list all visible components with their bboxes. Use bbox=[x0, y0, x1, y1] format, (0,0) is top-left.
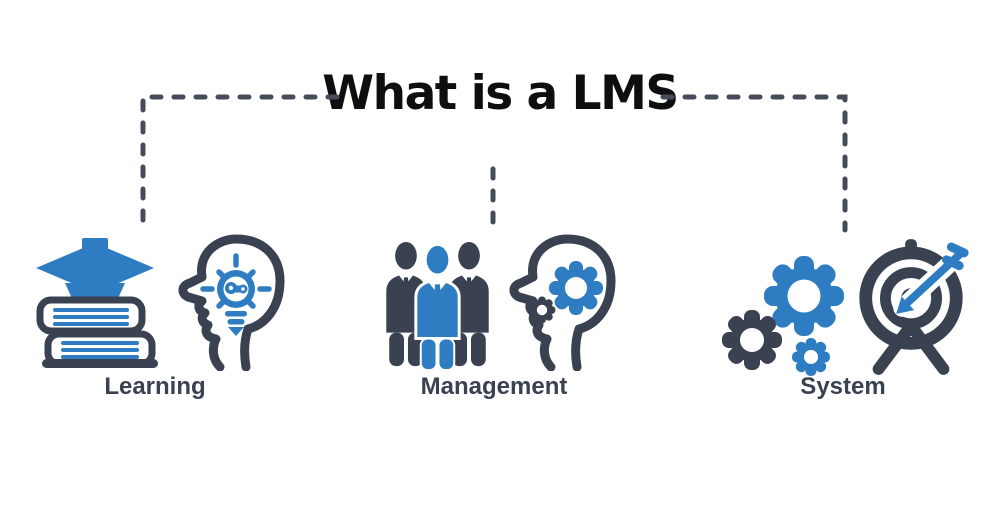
lightbulb bbox=[200, 253, 272, 336]
dark-gear bbox=[722, 310, 782, 370]
connector-left bbox=[140, 94, 340, 229]
gears-icon bbox=[722, 256, 844, 376]
small-blue-gear bbox=[792, 338, 830, 376]
label-management: Management bbox=[420, 373, 568, 400]
head-profile-outline bbox=[509, 234, 616, 371]
small-gear bbox=[528, 296, 556, 324]
team-icon bbox=[386, 241, 489, 372]
arrow bbox=[893, 242, 971, 317]
label-learning: Learning bbox=[104, 373, 206, 400]
graduation-cap bbox=[36, 238, 154, 303]
big-blue-gear bbox=[764, 256, 844, 336]
target-stand bbox=[872, 319, 950, 375]
target-arrow-icon bbox=[859, 239, 971, 375]
page-title: What is a LMS bbox=[322, 66, 679, 121]
head-gears-icon bbox=[509, 234, 616, 371]
person-center bbox=[414, 242, 461, 372]
head-profile-outline bbox=[178, 234, 285, 371]
book-stack bbox=[36, 296, 158, 368]
large-gear bbox=[549, 261, 603, 315]
connector-right bbox=[660, 94, 848, 233]
head-lightbulb-icon bbox=[178, 234, 285, 371]
label-system: System bbox=[800, 373, 886, 400]
graduation-books-icon bbox=[36, 238, 158, 368]
